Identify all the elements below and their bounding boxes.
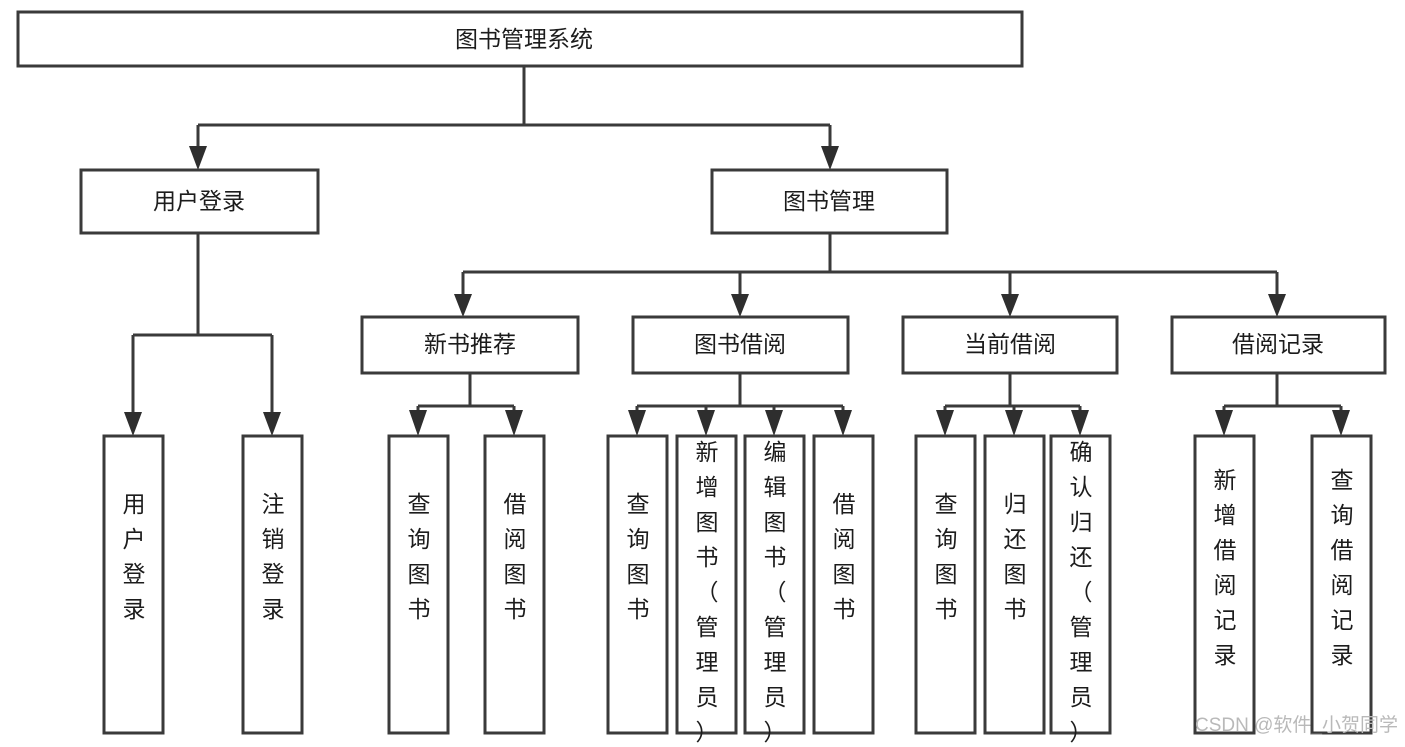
- node-current-borrow-box[interactable]: [901, 315, 1119, 375]
- node-leaf-borrow-book-1-box[interactable]: [483, 434, 546, 735]
- node-root-label: 图书管理系统: [455, 26, 593, 52]
- arrow-book-borrow: [731, 294, 749, 317]
- arrow-leaf-edit-book: [765, 410, 783, 436]
- connector-group-book-borrow-to-leaves: [628, 373, 852, 436]
- node-book-management[interactable]: 图书管理: [710, 168, 949, 235]
- node-user-login-label: 用户登录: [153, 188, 245, 214]
- node-leaf-confirm-return-box[interactable]: [1049, 434, 1112, 735]
- node-leaf-borrow-book-1-label: 借阅图书: [504, 491, 527, 622]
- arrow-leaf-confirm-return: [1071, 410, 1089, 436]
- arrow-leaf-add-borrow-record: [1215, 410, 1233, 436]
- arrow-leaf-return-book: [1005, 410, 1023, 436]
- node-leaf-borrow-book-2-label: 借阅图书: [833, 491, 856, 622]
- node-borrow-record-box[interactable]: [1170, 315, 1387, 375]
- node-leaf-confirm-return-label: 确认归还（管理员）: [1070, 439, 1093, 745]
- node-user-login[interactable]: 用户登录: [79, 168, 320, 235]
- node-leaf-add-borrow-record-box[interactable]: [1193, 434, 1256, 735]
- arrow-leaf-borrow-book-1: [505, 410, 523, 436]
- arrow-borrow-record: [1268, 294, 1286, 317]
- node-leaf-user-login[interactable]: 用户登录: [102, 434, 165, 735]
- arrow-leaf-add-book: [697, 410, 715, 436]
- node-leaf-add-book-label: 新增图书（管理员）: [696, 439, 719, 745]
- arrow-leaf-query-book-3: [936, 410, 954, 436]
- node-leaf-logout-login-box[interactable]: [241, 434, 304, 735]
- node-borrow-record-label: 借阅记录: [1232, 331, 1324, 357]
- node-leaf-add-borrow-record[interactable]: 新增借阅记录: [1193, 434, 1256, 735]
- node-new-book-recommend-label: 新书推荐: [424, 331, 516, 357]
- node-leaf-query-book-1-label: 查询图书: [408, 491, 431, 622]
- node-leaf-edit-book-box[interactable]: [743, 434, 806, 735]
- node-leaf-query-book-2-box[interactable]: [606, 434, 669, 735]
- node-leaf-borrow-book-2[interactable]: 借阅图书: [812, 434, 875, 735]
- node-leaf-return-book-box[interactable]: [983, 434, 1046, 735]
- node-leaf-query-book-1-box[interactable]: [387, 434, 450, 735]
- node-leaf-edit-book-label: 编辑图书（管理员）: [764, 439, 787, 745]
- node-book-borrow[interactable]: 图书借阅: [631, 315, 850, 375]
- node-new-book-recommend[interactable]: 新书推荐: [360, 315, 580, 375]
- node-leaf-borrow-book-2-box[interactable]: [812, 434, 875, 735]
- node-leaf-query-book-3[interactable]: 查询图书: [914, 434, 977, 735]
- node-leaf-user-login-label: 用户登录: [123, 491, 146, 622]
- connector-group-borrow-record-to-leaves: [1215, 373, 1350, 436]
- node-leaf-logout-login[interactable]: 注销登录: [241, 434, 304, 735]
- node-leaf-add-book-box[interactable]: [675, 434, 738, 735]
- node-leaf-query-book-3-box[interactable]: [914, 434, 977, 735]
- arrow-leaf-query-borrow-record: [1332, 410, 1350, 436]
- node-book-borrow-box[interactable]: [631, 315, 850, 375]
- node-leaf-query-book-2[interactable]: 查询图书: [606, 434, 669, 735]
- arrow-leaf-user-login: [124, 412, 142, 436]
- arrow-new-book-recommend: [454, 294, 472, 317]
- node-leaf-edit-book[interactable]: 编辑图书（管理员）: [743, 434, 806, 745]
- node-root-box[interactable]: [16, 10, 1024, 68]
- connector-group-book-management-to-level3: [454, 233, 1286, 317]
- node-user-login-box[interactable]: [79, 168, 320, 235]
- node-leaf-confirm-return[interactable]: 确认归还（管理员）: [1049, 434, 1112, 745]
- connector-group-new-book-recommend-to-leaves: [409, 373, 523, 436]
- node-leaf-query-book-3-label: 查询图书: [935, 491, 958, 622]
- node-leaf-return-book-label: 归还图书: [1004, 491, 1027, 622]
- connector-group-user-login-to-leaves: [124, 233, 281, 436]
- arrow-book-management: [821, 146, 839, 170]
- node-leaf-add-book[interactable]: 新增图书（管理员）: [675, 434, 738, 745]
- node-leaf-add-borrow-record-label: 新增借阅记录: [1214, 467, 1237, 668]
- arrow-leaf-borrow-book-2: [834, 410, 852, 436]
- arrow-leaf-logout-login: [263, 412, 281, 436]
- node-leaf-query-borrow-record-label: 查询借阅记录: [1331, 467, 1354, 668]
- csdn-watermark: CSDN @软件_小贺同学: [1195, 714, 1398, 736]
- node-leaf-query-book-2-label: 查询图书: [627, 491, 650, 622]
- arrow-leaf-query-book-1: [409, 410, 427, 436]
- node-current-borrow-label: 当前借阅: [964, 331, 1056, 357]
- node-book-management-box[interactable]: [710, 168, 949, 235]
- arrow-current-borrow: [1001, 294, 1019, 317]
- node-root[interactable]: 图书管理系统: [16, 10, 1024, 68]
- arrow-leaf-query-book-2: [628, 410, 646, 436]
- connector-group-root-to-level2: [189, 66, 839, 170]
- node-leaf-borrow-book-1[interactable]: 借阅图书: [483, 434, 546, 735]
- node-book-management-label: 图书管理: [783, 188, 875, 214]
- node-borrow-record[interactable]: 借阅记录: [1170, 315, 1387, 375]
- node-current-borrow[interactable]: 当前借阅: [901, 315, 1119, 375]
- node-book-borrow-label: 图书借阅: [694, 331, 786, 357]
- arrow-user-login: [189, 146, 207, 170]
- node-leaf-logout-login-label: 注销登录: [262, 491, 285, 622]
- node-leaf-user-login-box[interactable]: [102, 434, 165, 735]
- node-new-book-recommend-box[interactable]: [360, 315, 580, 375]
- node-leaf-query-book-1[interactable]: 查询图书: [387, 434, 450, 735]
- node-leaf-return-book[interactable]: 归还图书: [983, 434, 1046, 735]
- node-leaf-query-borrow-record-box[interactable]: [1310, 434, 1373, 735]
- node-leaf-query-borrow-record[interactable]: 查询借阅记录: [1310, 434, 1373, 735]
- connector-group-current-borrow-to-leaves: [936, 373, 1089, 436]
